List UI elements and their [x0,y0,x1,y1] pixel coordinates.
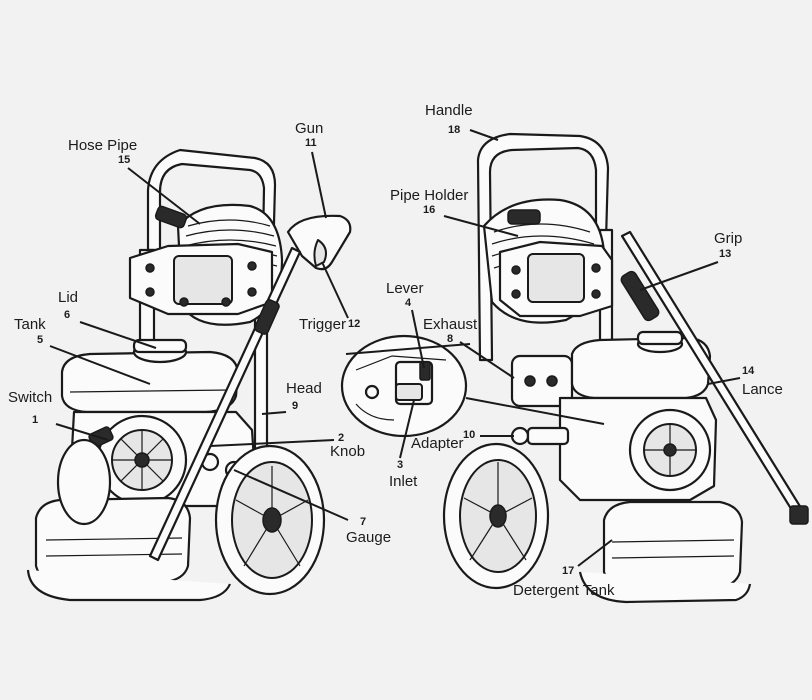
label-tank-name: Tank [14,316,46,333]
label-pipe-holder-name: Pipe Holder [390,187,469,204]
label-handle-number: 18 [448,124,461,136]
label-detergent-tank-number: 17 [562,565,575,577]
label-handle-name: Handle [425,102,473,119]
label-exhaust-name: Exhaust [423,316,478,333]
leader-lines [49,129,741,567]
label-switch-number: 1 [32,414,39,426]
label-adapter-number: 10 [463,429,476,441]
left-machine [26,148,352,602]
label-gauge-name: Gauge [346,529,392,546]
label-lid-number: 6 [64,309,71,321]
label-knob-name: Knob [330,443,366,460]
label-inlet-name: Inlet [389,473,418,490]
right-base-frame [578,571,752,604]
label-gun-name: Gun [295,120,324,137]
right-pipe-holder [507,209,541,225]
label-head-number: 9 [292,400,299,412]
label-head-name: Head [286,380,322,397]
right-adapter [510,426,530,446]
label-grip-name: Grip [714,230,743,247]
right-lance-grip [620,270,660,322]
label-lever-name: Lever [386,280,424,297]
left-base-frame [26,569,232,602]
left-fuel-lid-top [132,338,188,354]
label-inlet-number: 3 [397,459,404,471]
label-hose-pipe-number: 15 [118,154,131,166]
left-wheel-rear [56,438,112,526]
label-detergent-tank-name: Detergent Tank [513,582,615,599]
label-hose-pipe-name: Hose Pipe [68,137,138,154]
label-gun-number: 11 [305,137,317,149]
left-hose-coupler [154,205,188,229]
label-gauge-number: 7 [360,516,367,528]
left-gun-trigger [313,239,327,267]
label-lever-number: 4 [405,297,412,309]
label-pipe-holder-number: 16 [423,204,436,216]
right-detergent-tank [602,500,744,590]
left-lance-grip [254,299,280,335]
left-pump-cover [173,255,233,305]
label-lance-name: Lance [742,381,783,398]
inset-lever [419,361,431,381]
label-knob-number: 2 [338,432,345,444]
inset-inlet [364,384,380,400]
right-lance-nozzle [789,505,809,525]
label-switch-name: Switch [8,389,53,406]
inset-adapter [395,383,423,401]
label-trigger-number: 12 [348,318,361,330]
label-tank-number: 5 [37,334,44,346]
label-adapter-name: Adapter [411,435,464,452]
label-trigger-name: Trigger [299,316,346,333]
label-grip-number: 13 [719,248,732,260]
label-lance-number: 14 [742,365,755,377]
label-exhaust-number: 8 [447,333,454,345]
right-pump-cover [527,253,585,303]
label-lid-name: Lid [58,289,79,306]
